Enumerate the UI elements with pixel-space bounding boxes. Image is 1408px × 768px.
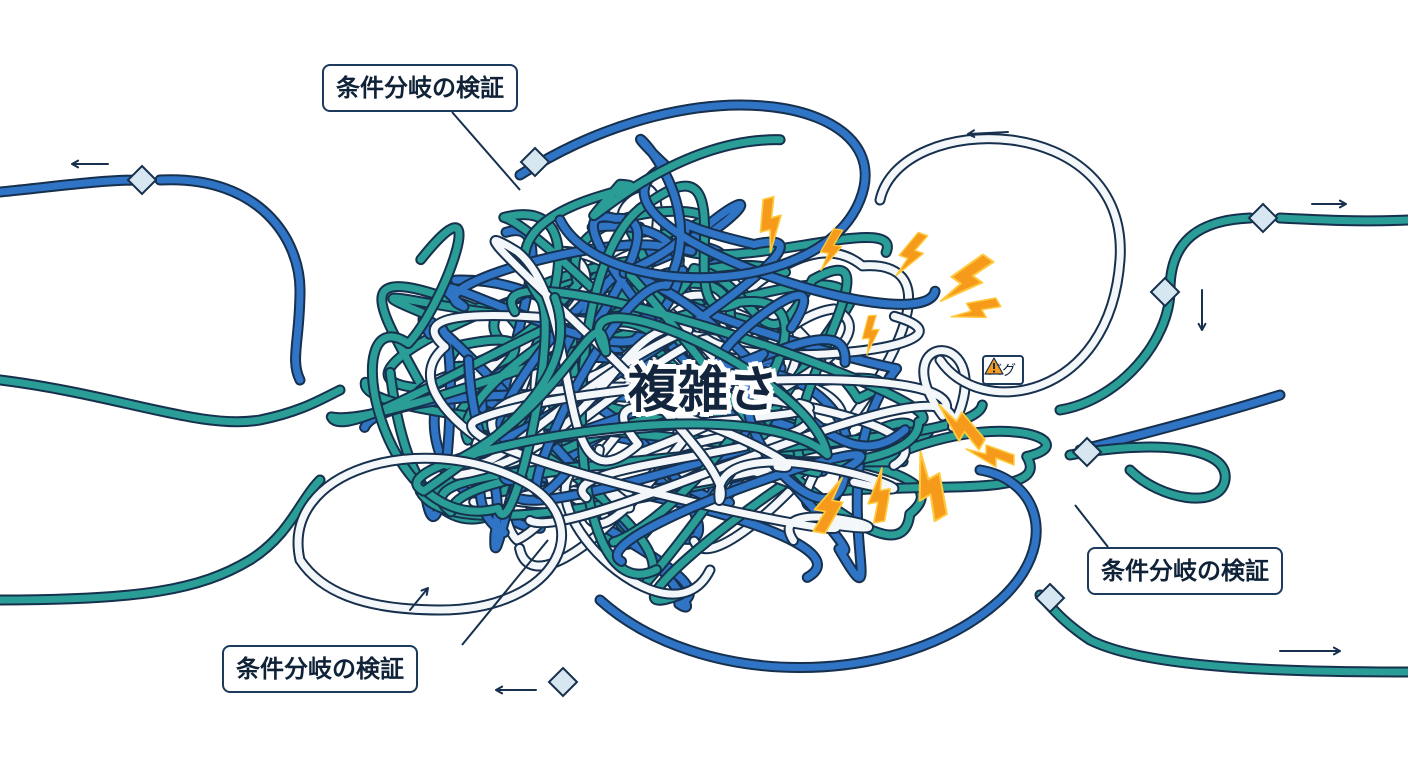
wire-lead-right-top (1276, 214, 1408, 225)
wire-lead-right-mid (1076, 391, 1284, 454)
wire-loop-bottom (596, 466, 1040, 671)
condition-check-callout-bottom: 条件分岐の検証 (222, 645, 418, 693)
wire-loop-bottom-left (294, 454, 565, 614)
wire-lead-right-bottom-outline (1034, 589, 1408, 678)
lightning-spark-icon (965, 444, 1015, 468)
lightning-spark-icon (895, 231, 929, 277)
wire-lead-right-loop (1066, 443, 1229, 502)
arrow-icon (495, 685, 537, 695)
diamond-node-icon (547, 666, 579, 698)
wire-lead-right-top-b-outline (1054, 212, 1256, 416)
callout-leader-top (451, 111, 521, 191)
lightning-spark-icon (819, 228, 844, 272)
diamond-node-icon (126, 164, 158, 196)
callout-label: 条件分岐の検証 (236, 655, 404, 683)
wire-loop-top (516, 101, 869, 282)
arrow-icon (409, 587, 429, 611)
lightning-spark-icon (939, 253, 995, 303)
callout-leader-bottom (461, 539, 549, 646)
wire-lead-left-top (0, 176, 144, 196)
lightning-spark-icon (867, 467, 891, 524)
arrow-icon (967, 129, 1009, 138)
callout-label: 条件分岐の検証 (1101, 557, 1269, 585)
lightning-spark-icon (950, 297, 1002, 319)
wire-tangle (368, 136, 784, 518)
diamond-node-icon (1071, 436, 1103, 468)
wire-lead-left-mid (0, 376, 344, 426)
callout-label: 条件分岐の検証 (336, 74, 504, 102)
lightning-spark-icon (812, 476, 844, 535)
wire-tangle (491, 237, 898, 504)
arrow-icon (71, 159, 109, 169)
callout-leader-right (1074, 504, 1109, 548)
complexity-label: 複雑さ (628, 361, 778, 419)
diamond-node-icon (1034, 582, 1066, 614)
lightning-spark-icon (918, 450, 948, 523)
wire-lead-left-top-b (156, 176, 304, 384)
arrow-icon (1279, 646, 1341, 656)
condition-check-callout-top: 条件分岐の検証 (322, 64, 518, 112)
diamond-node-icon (1149, 276, 1181, 308)
arrow-icon (1311, 199, 1347, 209)
diamond-node-icon (519, 146, 551, 178)
warning-icon (984, 357, 1004, 375)
wire-lead-right-bottom (1036, 591, 1408, 676)
lightning-spark-icon (759, 195, 782, 254)
wire-lead-right-top-b (1056, 214, 1254, 414)
arrow-icon (1197, 289, 1207, 331)
wire-lead-left-bottom (0, 476, 324, 604)
lightning-spark-icon (861, 314, 880, 356)
lightning-spark-icon (937, 403, 986, 451)
diamond-node-icon (1247, 202, 1279, 234)
wire-tangle (413, 294, 831, 495)
bug-badge: バグ (982, 355, 1024, 385)
wire-loop-right (876, 135, 1124, 396)
wire-tangle (533, 135, 939, 498)
wire-tangle (508, 271, 927, 467)
wire-lead-left-top-b-outline (154, 174, 306, 386)
condition-check-callout-right: 条件分岐の検証 (1087, 547, 1283, 595)
